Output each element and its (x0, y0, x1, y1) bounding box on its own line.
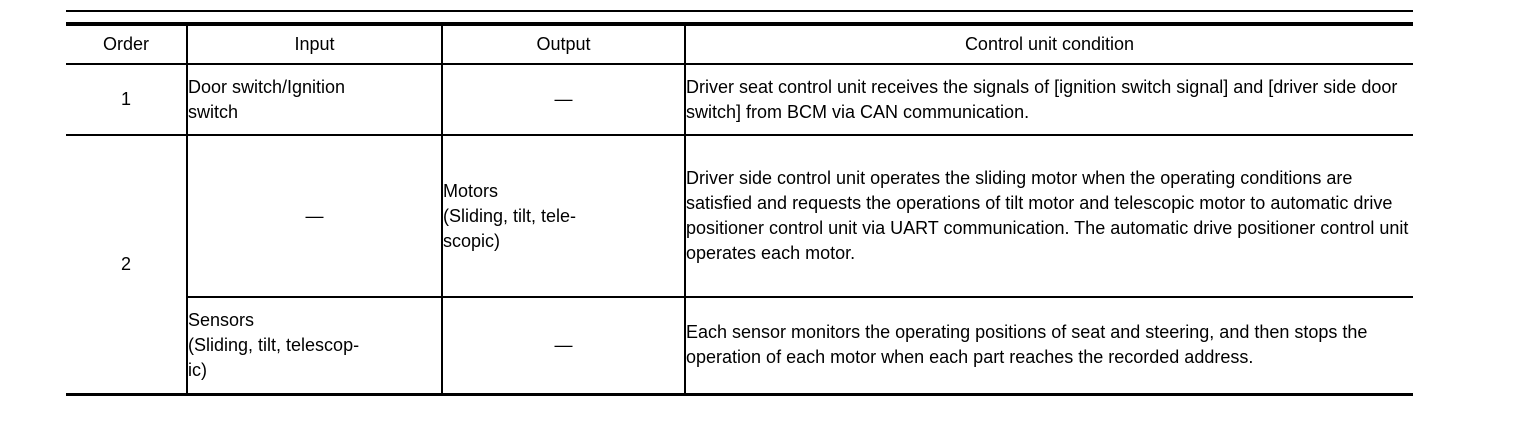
row-2a-condition-cell: Driver side control unit operates the sl… (684, 135, 1413, 298)
table-row-order-2-sensors: Sensors (Sliding, tilt, telescop- ic) — … (66, 297, 1413, 395)
row-2b-condition-cell: Each sensor monitors the operating posit… (684, 297, 1413, 395)
column-header-condition: Control unit condition (684, 24, 1413, 65)
control-unit-operation-table: Order Input Output Control unit conditio… (66, 10, 1413, 396)
table-row-order-1: 1 Door switch/Ignition switch — Driver s… (66, 64, 1413, 136)
row-1-output-dash-cell: — (441, 64, 685, 136)
row-2a-input-dash-cell: — (186, 135, 442, 298)
row-2b-input-sensors-cell: Sensors (Sliding, tilt, telescop- ic) (186, 297, 442, 395)
column-header-input: Input (186, 24, 442, 65)
row-1-input-cell: Door switch/Ignition switch (186, 64, 442, 136)
column-header-order: Order (66, 24, 187, 65)
order-1-cell: 1 (66, 64, 187, 136)
table-row-order-2-motors: 2 — Motors (Sliding, tilt, tele- scopic)… (66, 135, 1413, 395)
table-header-row: Order Input Output Control unit conditio… (66, 24, 1413, 65)
row-1-condition-cell: Driver seat control unit receives the si… (684, 64, 1413, 136)
row-2a-output-motors-cell: Motors (Sliding, tilt, tele- scopic) (441, 135, 685, 298)
table-top-thin-rule (66, 10, 1413, 12)
row-2b-output-dash-cell: — (441, 297, 685, 395)
column-header-output: Output (441, 24, 685, 65)
operation-description-table: Order Input Output Control unit conditio… (66, 22, 1413, 396)
order-2-cell: 2 (66, 135, 187, 395)
